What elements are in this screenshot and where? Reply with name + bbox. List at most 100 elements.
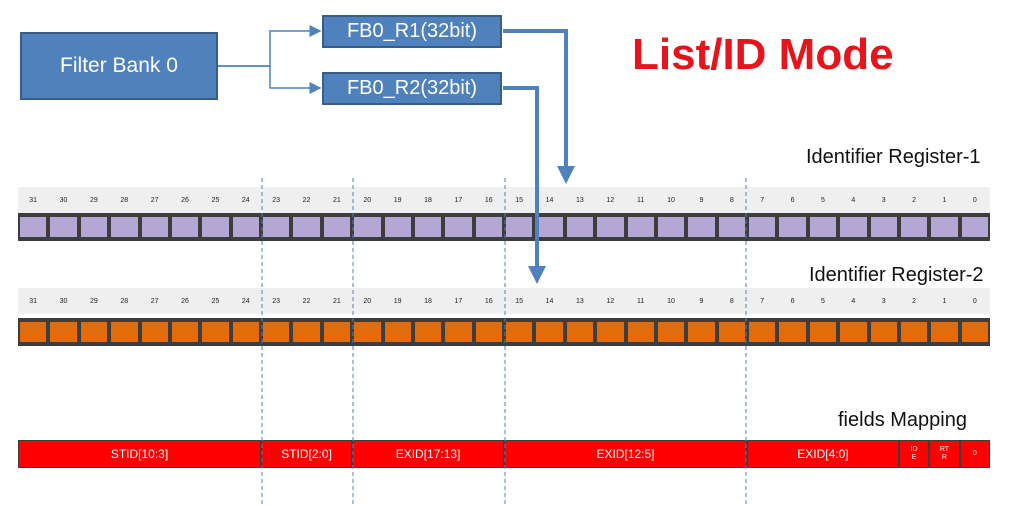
register-bit-cell	[506, 217, 533, 237]
register-bit-cell	[566, 322, 594, 342]
bit-number: 28	[120, 196, 129, 204]
bit-number: 7	[760, 196, 765, 204]
register-bit-cell	[536, 322, 563, 342]
bit-number: 8	[729, 297, 734, 305]
bit-number: 2	[912, 196, 917, 204]
register-bit-cell	[536, 217, 563, 237]
register-bit-cell	[323, 217, 351, 237]
register-bit-cell	[20, 217, 47, 237]
register-bit-cell	[931, 322, 958, 342]
register-bit-cell	[627, 217, 654, 237]
bit-number: 23	[272, 297, 281, 305]
register-bit-cell	[870, 322, 897, 342]
field-segment: IDE	[898, 440, 930, 468]
bit-number: 5	[820, 196, 825, 204]
register-bit-cell	[961, 217, 988, 237]
register-1-label: Identifier Register-1	[806, 146, 981, 168]
register-bit-cell	[961, 322, 988, 342]
register-bit-cell	[900, 217, 928, 237]
register-bit-cell	[657, 322, 685, 342]
bit-number: 21	[333, 297, 341, 305]
register-bit-cell	[445, 322, 472, 342]
register-bit-cell	[232, 322, 259, 342]
r2-to-register-2-arrow	[503, 86, 539, 268]
register-bit-cell	[414, 217, 442, 237]
register-bit-cell	[111, 217, 138, 237]
bit-number: 4	[851, 196, 856, 204]
bit-number: 0	[972, 297, 977, 305]
field-segment: EXID[17:13]	[352, 440, 504, 468]
bit-number: 6	[790, 196, 795, 204]
register-bit-cell	[354, 217, 381, 237]
bit-number: 27	[150, 297, 159, 305]
bit-number: 26	[181, 297, 189, 305]
register-bit-cell	[141, 322, 168, 342]
bit-number: 29	[90, 297, 98, 305]
bit-number: 19	[393, 196, 402, 204]
field-segment: STID[10:3]	[18, 440, 261, 468]
register-bit-cell	[263, 217, 290, 237]
bit-number: 20	[363, 297, 372, 305]
register-bit-cell	[809, 322, 837, 342]
register-bit-cell	[718, 217, 745, 237]
bit-number: 16	[484, 196, 493, 204]
filter-bank-box: Filter Bank 0	[20, 32, 218, 100]
bit-number: 4	[851, 297, 856, 305]
bit-number: 17	[454, 196, 463, 204]
register-bit-cell	[263, 322, 290, 342]
register-bit-cell	[931, 217, 958, 237]
register-bit-cell	[202, 217, 229, 237]
field-segment: EXID[12:5]	[504, 440, 747, 468]
fields-mapping-row: STID[10:3]STID[2:0]EXID[17:13]EXID[12:5]…	[18, 440, 990, 468]
bit-number: 31	[29, 196, 38, 204]
bit-number: 10	[667, 297, 675, 305]
bit-number: 11	[637, 196, 645, 204]
bit-number: 7	[760, 297, 765, 305]
bit-number: 18	[424, 196, 432, 204]
bit-number: 15	[515, 196, 524, 204]
bit-number: 30	[59, 196, 68, 204]
register-1-box: FB0_R1(32bit)	[322, 15, 502, 48]
register-bit-cell	[718, 322, 745, 342]
bit-number: 26	[181, 196, 189, 204]
register-bit-cell	[779, 322, 806, 342]
field-segment: STID[2:0]	[261, 440, 353, 468]
bit-number: 29	[90, 196, 98, 204]
register-bit-cell	[870, 217, 897, 237]
bit-number: 13	[576, 196, 584, 204]
bit-number: 28	[120, 297, 129, 305]
register-bit-cell	[171, 322, 199, 342]
bit-number: 25	[211, 196, 220, 204]
register-bit-cell	[50, 217, 77, 237]
bit-number: 2	[912, 297, 917, 305]
bit-number: 27	[150, 196, 159, 204]
field-boundary-lines	[261, 178, 747, 505]
bit-number: 12	[606, 297, 615, 305]
register-2-box: FB0_R2(32bit)	[322, 72, 502, 105]
bit-number: 22	[302, 196, 311, 204]
r1-arrowhead-icon	[557, 166, 575, 184]
register-bit-cell	[779, 217, 806, 237]
register-bit-cell	[475, 217, 502, 237]
r1-to-register-1-arrow	[503, 29, 568, 168]
register-bit-cell	[323, 322, 351, 342]
bank-to-r2-connector	[218, 65, 322, 94]
register-2-cells	[18, 318, 990, 346]
bit-number: 24	[241, 297, 250, 305]
r2-arrowhead-icon	[528, 266, 546, 284]
register-bit-cell	[566, 217, 594, 237]
register-bit-cell	[749, 217, 776, 237]
bit-number: 10	[667, 196, 675, 204]
bit-number: 14	[545, 196, 554, 204]
register-bit-cell	[232, 217, 259, 237]
bit-number: 17	[454, 297, 463, 305]
register-bit-cell	[293, 217, 320, 237]
register-bit-cell	[384, 217, 411, 237]
register-bit-cell	[688, 217, 715, 237]
bit-number: 9	[699, 297, 704, 305]
register-bit-cell	[171, 217, 199, 237]
register-bit-cell	[900, 322, 928, 342]
bank-to-r1-connector	[218, 25, 322, 67]
